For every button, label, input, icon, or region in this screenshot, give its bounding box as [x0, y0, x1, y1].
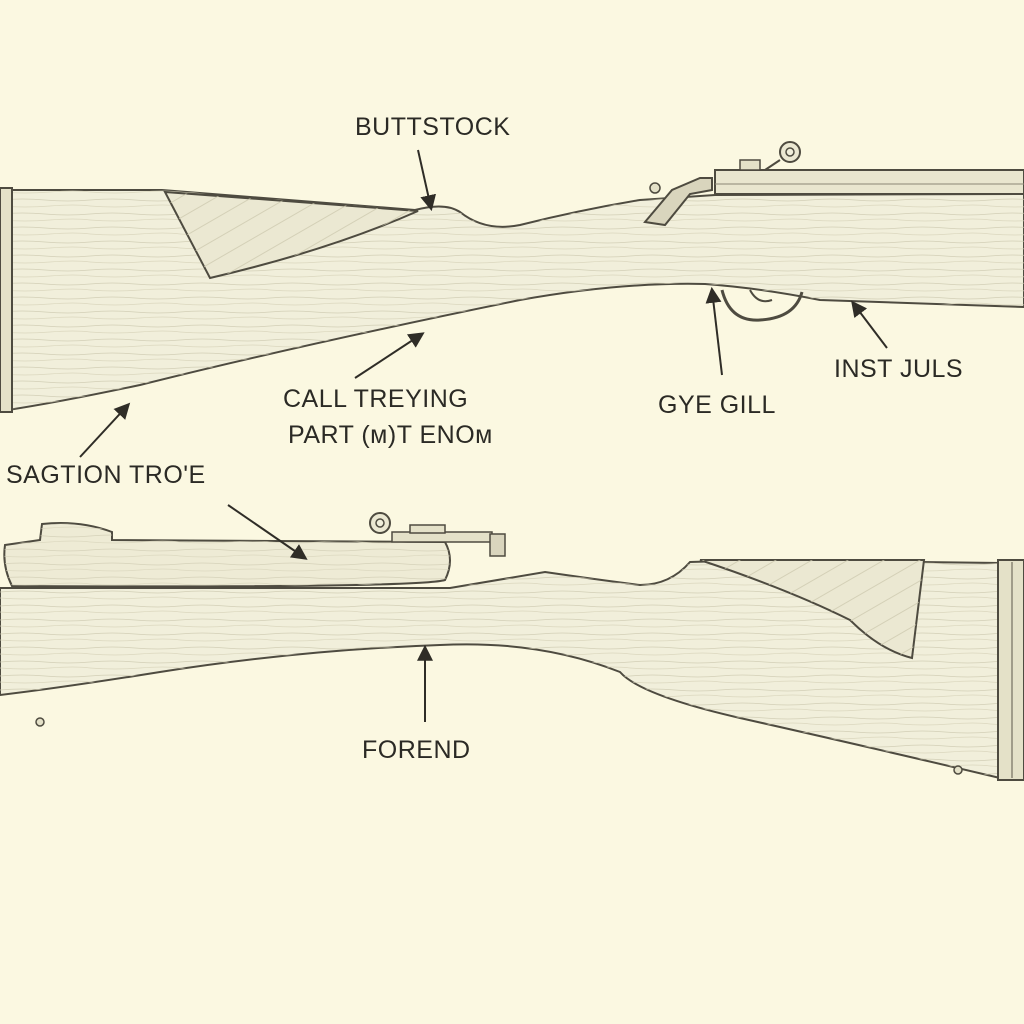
top-butt-plate — [0, 187, 13, 413]
bottom-rifle-stock — [0, 512, 1024, 781]
label-call-treying-line2: PART (м)T ENOм — [288, 421, 493, 449]
label-inst-juls: INST JULS — [834, 355, 964, 383]
bottom-rear-sling-stud — [953, 765, 963, 775]
label-buttstock: BUTTSTOCK — [355, 113, 511, 141]
label-call-treying-line1: CALL TREYING — [283, 385, 469, 413]
top-rifle-stock — [0, 141, 1024, 413]
label-gye-gill: GYE GILL — [658, 391, 776, 419]
bottom-front-sling-stud — [35, 717, 45, 727]
top-bolt-handle — [643, 177, 713, 227]
top-rear-sight — [739, 141, 801, 171]
label-sagtion-troe: SAGTION TRO'E — [6, 461, 206, 489]
label-forend: FOREND — [362, 736, 471, 764]
top-receiver-rail — [714, 169, 1024, 195]
arrow-buttstock — [417, 149, 437, 212]
arrow-gye-gill — [705, 286, 723, 376]
leader-arrows — [79, 149, 888, 722]
arrow-call-treying — [354, 332, 425, 379]
top-trigger-guard — [720, 289, 804, 322]
arrow-inst-juls — [851, 300, 888, 349]
arrow-sagtion-troe — [79, 402, 131, 458]
bottom-butt-plate — [997, 559, 1024, 781]
bottom-rear-sight — [369, 512, 506, 557]
arrow-handguard — [227, 504, 308, 560]
